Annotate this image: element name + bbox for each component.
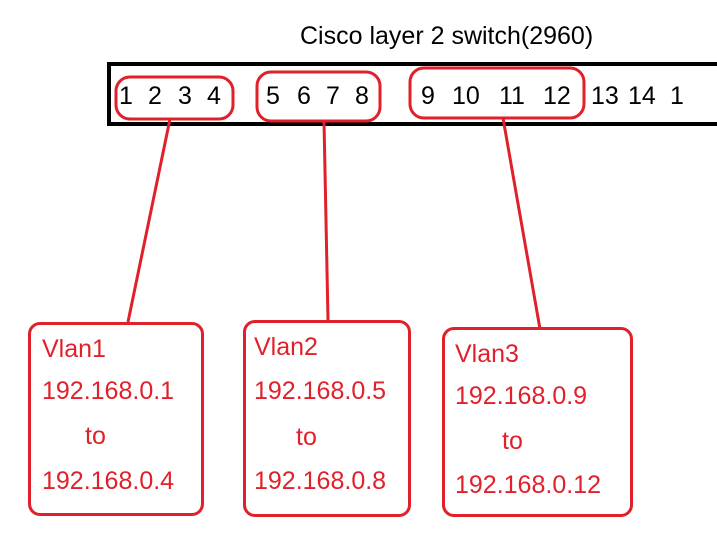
port-group-2-outline	[255, 70, 382, 123]
port-label: 4	[207, 82, 221, 110]
port-label: 11	[499, 82, 525, 110]
vlan-range-end: 192.168.0.4	[42, 467, 175, 495]
vlan-name: Vlan3	[455, 340, 519, 368]
port-label: 7	[326, 82, 340, 110]
vlan-box-1: Vlan1 192.168.0.1 to 192.168.0.4	[28, 322, 204, 516]
port-label: 2	[148, 82, 162, 110]
vlan-range-end: 192.168.0.12	[455, 471, 601, 499]
vlan-name: Vlan2	[254, 333, 318, 361]
vlan-range-to: to	[85, 422, 106, 450]
vlan-name: Vlan1	[42, 335, 106, 363]
vlan-box-3: Vlan3 192.168.0.9 to 192.168.0.12	[442, 327, 633, 517]
switch-port-panel	[107, 62, 717, 126]
vlan-range-start: 192.168.0.1	[42, 377, 175, 405]
port-label: 1	[670, 82, 684, 110]
port-label: 8	[355, 82, 369, 110]
port-label: 1	[119, 82, 133, 110]
port-label: 3	[178, 82, 192, 110]
vlan-range-to: to	[502, 427, 523, 455]
port-label: 6	[297, 82, 311, 110]
vlan-box-2: Vlan2 192.168.0.5 to 192.168.0.8	[243, 320, 411, 517]
port-group-1-outline	[114, 75, 235, 121]
port-label: 10	[452, 82, 480, 110]
port-label: 13	[591, 82, 619, 110]
connector-line-2	[322, 120, 330, 321]
connector-line-3	[501, 117, 542, 330]
port-label: 9	[421, 82, 435, 110]
vlan-range-to: to	[296, 423, 317, 451]
port-label: 14	[628, 82, 656, 110]
port-group-3-outline	[408, 66, 586, 120]
port-label: 12	[543, 82, 571, 110]
connector-line-1	[126, 118, 172, 323]
vlan-range-start: 192.168.0.9	[455, 382, 588, 410]
port-label: 5	[266, 82, 280, 110]
vlan-range-end: 192.168.0.8	[254, 467, 387, 495]
vlan-range-start: 192.168.0.5	[254, 377, 387, 405]
switch-title: Cisco layer 2 switch(2960)	[300, 22, 594, 50]
